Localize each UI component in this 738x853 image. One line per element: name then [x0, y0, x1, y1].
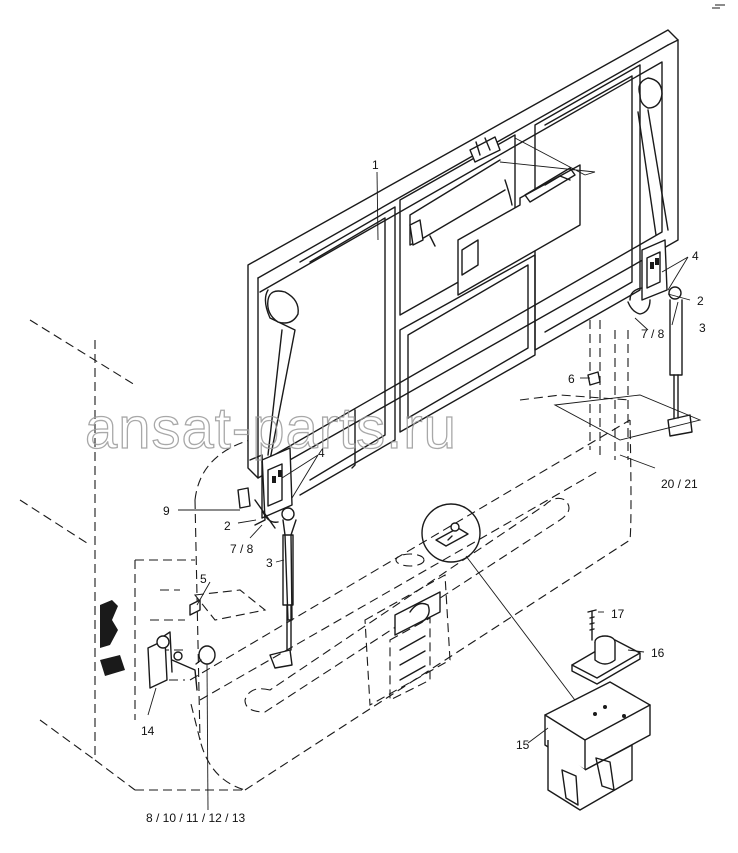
callout-20-21: 20 / 21	[661, 477, 698, 491]
callout-8-10-11-12-13: 8 / 10 / 11 / 12 / 13	[146, 811, 246, 825]
watermark-text: ansat-parts.ru	[85, 396, 457, 461]
callout-1: 1	[372, 158, 379, 172]
body-outline	[19, 319, 632, 791]
callout-17: 17	[611, 607, 625, 621]
clip-part-6	[587, 371, 601, 386]
callout-labels: 1 4 2 7 / 8 3 6 20 / 21 4 9 2 7 / 8 3 5 …	[141, 158, 706, 825]
callout-3-right: 3	[699, 321, 706, 335]
left-hinge-strut	[237, 447, 297, 669]
detail-circle	[421, 503, 591, 721]
callout-2-right: 2	[697, 294, 704, 308]
leader-lines	[147, 171, 691, 744]
callout-16: 16	[651, 646, 665, 660]
corner-mark	[712, 4, 725, 9]
panel-part-1	[247, 29, 679, 496]
callout-4-right: 4	[692, 249, 699, 263]
pin-and-bracket	[544, 609, 651, 811]
callout-4-left: 4	[318, 446, 325, 460]
callout-5: 5	[200, 572, 207, 586]
seal-part-20-21	[553, 394, 702, 441]
callout-6: 6	[568, 372, 575, 386]
callout-14: 14	[141, 724, 155, 738]
callout-3-left: 3	[266, 556, 273, 570]
body-latch	[364, 574, 451, 706]
callout-9: 9	[163, 504, 170, 518]
callout-15: 15	[516, 738, 530, 752]
callout-7-8-left: 7 / 8	[230, 542, 254, 556]
callout-2-left: 2	[224, 519, 231, 533]
callout-7-8-right: 7 / 8	[641, 327, 665, 341]
lower-left-parts	[100, 589, 267, 811]
